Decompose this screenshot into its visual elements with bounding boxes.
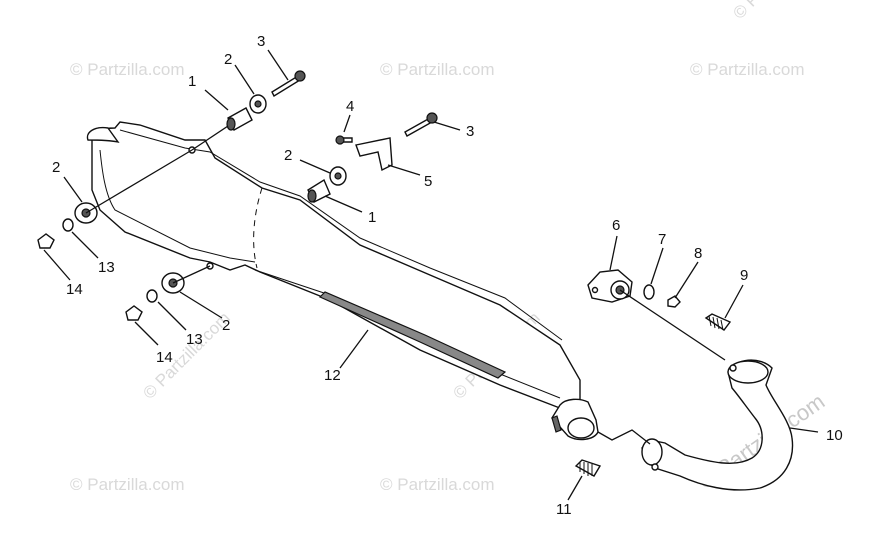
callout-2c: 2 — [52, 159, 60, 176]
callout-1b: 1 — [368, 209, 376, 226]
callout-7: 7 — [658, 231, 666, 248]
leader-lines — [43, 49, 819, 501]
callout-2b: 2 — [284, 147, 292, 164]
callout-8: 8 — [694, 245, 702, 262]
callout-13a: 13 — [98, 259, 115, 276]
upper-mount-hardware — [226, 70, 438, 203]
callout-3b: 3 — [466, 123, 474, 140]
watermark-3: © Partzilla.com — [690, 60, 805, 79]
callout-1a: 1 — [188, 73, 196, 90]
callout-3a: 3 — [257, 33, 265, 50]
spring-11 — [574, 459, 602, 477]
watermark-6: © Partzilla.com — [139, 308, 233, 402]
callout-2d: 2 — [222, 317, 230, 334]
callout-9: 9 — [740, 267, 748, 284]
watermark-8: © Partzilla.com — [729, 0, 823, 23]
callout-14a: 14 — [66, 281, 83, 298]
flange-hardware — [587, 269, 732, 331]
watermark-1: © Partzilla.com — [70, 60, 185, 79]
callout-11: 11 — [556, 501, 572, 518]
callout-10: 10 — [826, 427, 843, 444]
callout-13b: 13 — [186, 331, 203, 348]
watermark-2: © Partzilla.com — [380, 60, 495, 79]
callout-14b: 14 — [156, 349, 173, 366]
callout-12: 12 — [324, 367, 341, 384]
callout-6: 6 — [612, 217, 620, 234]
head-pipe — [641, 359, 794, 491]
watermark-5: © Partzilla.com — [380, 475, 495, 494]
callout-5: 5 — [424, 173, 432, 190]
muffler — [86, 121, 599, 441]
watermark-4: © Partzilla.com — [70, 475, 185, 494]
callouts: 1 2 3 4 3 2 5 1 2 13 14 2 13 14 12 6 7 8… — [52, 33, 843, 518]
callout-2a: 2 — [224, 51, 232, 68]
callout-4: 4 — [346, 98, 354, 115]
